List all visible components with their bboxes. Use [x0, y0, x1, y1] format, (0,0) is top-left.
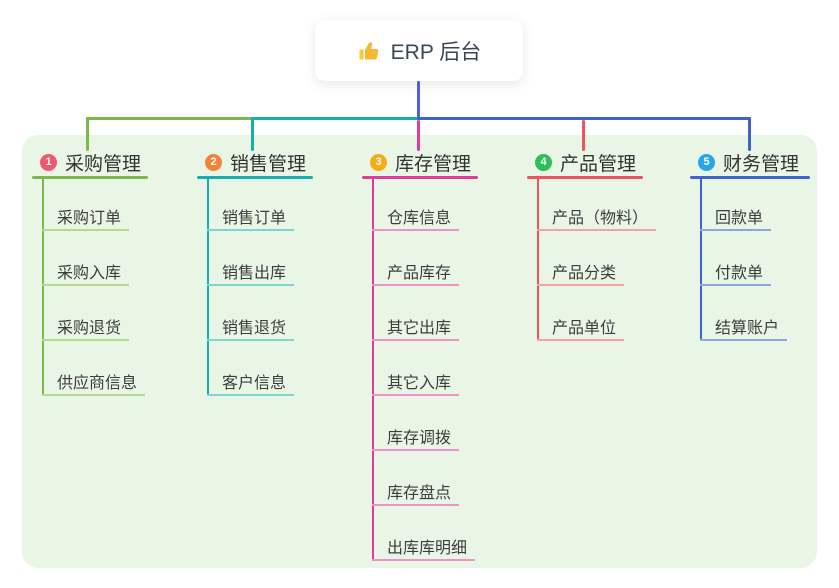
child-node[interactable]: 库存盘点: [372, 485, 460, 506]
branch-label: 库存管理: [395, 153, 472, 175]
child-node[interactable]: 产品分类: [537, 265, 625, 286]
branch-underline: [197, 176, 313, 179]
child-node[interactable]: 回款单: [700, 210, 772, 231]
child-node[interactable]: 采购退货: [42, 320, 130, 341]
child-node[interactable]: 产品（物料）: [537, 210, 657, 231]
drop-line-sales: [251, 117, 254, 151]
child-node[interactable]: 产品库存: [372, 265, 460, 286]
child-node[interactable]: 结算账户: [700, 320, 788, 341]
child-node[interactable]: 销售订单: [207, 210, 295, 231]
bus-line-purchase: [86, 117, 253, 120]
drop-line-purchase: [86, 117, 89, 151]
branch-label: 采购管理: [65, 153, 142, 175]
branch-child-connector: [372, 178, 374, 561]
branch-child-connector: [700, 178, 702, 341]
branch-child-connector: [42, 178, 44, 396]
branch-node-sales[interactable]: 2 销售管理: [197, 150, 362, 175]
branch-underline: [362, 176, 478, 179]
root-stem-line: [417, 81, 420, 118]
child-node[interactable]: 产品单位: [537, 320, 625, 341]
drop-line-product: [582, 120, 585, 151]
child-node[interactable]: 采购入库: [42, 265, 130, 286]
branch-node-product[interactable]: 4 产品管理: [527, 150, 692, 175]
child-node[interactable]: 采购订单: [42, 210, 130, 231]
drop-line-finance: [748, 117, 751, 151]
number-badge: 1: [40, 153, 57, 171]
branch-label: 产品管理: [560, 153, 637, 175]
branch-label: 财务管理: [723, 153, 800, 175]
number-badge: 3: [370, 153, 387, 171]
root-node[interactable]: ERP 后台: [315, 20, 523, 81]
child-node[interactable]: 供应商信息: [42, 375, 146, 396]
child-node[interactable]: 库存调拨: [372, 430, 460, 451]
child-node[interactable]: 其它出库: [372, 320, 460, 341]
branch-underline: [32, 176, 148, 179]
drop-line-inventory: [417, 120, 420, 151]
number-badge: 5: [698, 153, 715, 171]
number-badge: 2: [205, 153, 222, 171]
branch-finance: 5 财务管理 回款单 付款单 结算账户: [690, 150, 839, 341]
number-badge: 4: [535, 153, 552, 171]
branches-background-panel: [22, 135, 817, 568]
child-node[interactable]: 销售退货: [207, 320, 295, 341]
branch-label: 销售管理: [230, 153, 307, 175]
root-label: ERP 后台: [390, 40, 482, 64]
branch-node-finance[interactable]: 5 财务管理: [690, 150, 839, 175]
thumbs-up-icon: [359, 41, 378, 60]
child-node[interactable]: 客户信息: [207, 375, 295, 396]
bus-line-sales: [251, 117, 419, 120]
child-node[interactable]: 出库库明细: [372, 540, 476, 561]
branch-child-connector: [537, 178, 539, 341]
child-node[interactable]: 付款单: [700, 265, 772, 286]
branch-product: 4 产品管理 产品（物料） 产品分类 产品单位: [527, 150, 692, 341]
branch-underline: [527, 176, 643, 179]
child-node[interactable]: 其它入库: [372, 375, 460, 396]
branch-child-connector: [207, 178, 209, 396]
bus-line-finance: [417, 117, 751, 120]
branch-node-inventory[interactable]: 3 库存管理: [362, 150, 527, 175]
branch-sales: 2 销售管理 销售订单 销售出库 销售退货 客户信息: [197, 150, 362, 396]
branch-underline: [690, 176, 810, 179]
branch-inventory: 3 库存管理 仓库信息 产品库存 其它出库 其它入库 库存调拨 库存盘点 出库库…: [362, 150, 527, 561]
child-node[interactable]: 仓库信息: [372, 210, 460, 231]
branch-purchase: 1 采购管理 采购订单 采购入库 采购退货 供应商信息: [32, 150, 197, 396]
branch-node-purchase[interactable]: 1 采购管理: [32, 150, 197, 175]
child-node[interactable]: 销售出库: [207, 265, 295, 286]
